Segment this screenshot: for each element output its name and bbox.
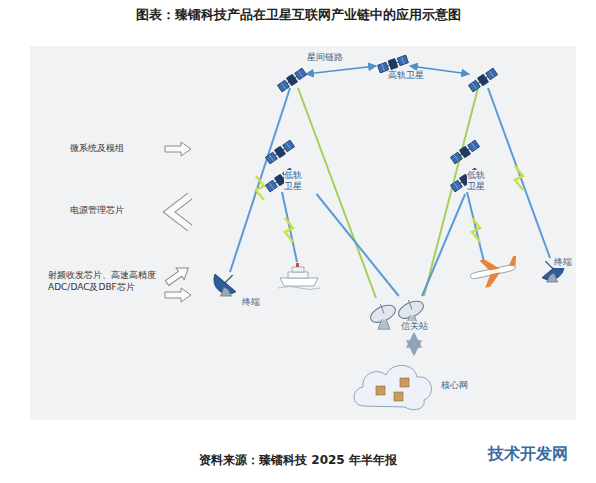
satellite-icon	[450, 139, 480, 164]
pointer-arrow	[163, 262, 192, 288]
server-box	[394, 392, 403, 401]
cloud-outline	[350, 354, 438, 416]
inter-satellite-link	[306, 66, 376, 74]
satellite-group: 低轨卫星	[266, 138, 322, 194]
satellite-icon	[277, 67, 307, 92]
hollow-arrows	[163, 142, 192, 302]
ground-equipment	[214, 260, 564, 329]
beam-connector	[422, 194, 465, 296]
lightning-symbol	[256, 176, 264, 200]
lightning-symbol	[285, 218, 293, 242]
background-panel	[30, 46, 576, 420]
signal-links	[230, 66, 550, 298]
terminal-node: 终端	[512, 255, 574, 307]
server-box	[400, 378, 409, 387]
beam-line	[467, 192, 484, 262]
double-arrow	[412, 335, 416, 353]
airplane-icon	[468, 253, 522, 291]
satellite-icon	[265, 139, 295, 164]
core-network-cloud: 核心网	[350, 354, 470, 416]
watermark: 技术开发网	[488, 444, 568, 465]
terminal-node: 终端	[210, 266, 262, 310]
chevron-bracket	[169, 196, 190, 228]
cloud-shape	[354, 365, 431, 409]
link-label: 星间链路	[307, 52, 343, 64]
lightning-symbol	[472, 218, 480, 242]
satellite-group: 低轨卫星	[451, 138, 503, 194]
node-label: 终端	[554, 257, 572, 268]
ship-icon	[278, 263, 320, 290]
node-label: 信关站	[401, 321, 428, 332]
beam-line	[488, 88, 550, 258]
node-label: 终端	[242, 297, 260, 308]
satellites	[265, 54, 498, 193]
node-label: 高轨卫星	[388, 70, 424, 81]
node-label: 低轨卫星	[467, 170, 487, 192]
pointer-arrow	[165, 288, 191, 302]
terminal-dish	[214, 274, 236, 296]
node-label: 核心网	[441, 380, 468, 391]
gateway-dish	[368, 302, 398, 329]
satellite-icon	[468, 67, 498, 92]
server-box	[376, 386, 385, 395]
lightning-symbol	[515, 166, 523, 190]
pointer-arrow	[165, 142, 191, 156]
beam-line	[282, 192, 297, 262]
product-label: 微系统及模组	[70, 143, 124, 155]
node-label: 低轨卫星	[284, 170, 304, 192]
product-label: 射频收发芯片、高速高精度ADC/DAC及DBF芯片	[48, 270, 164, 293]
product-label: 电源管理芯片	[70, 205, 124, 217]
beam-connector	[317, 194, 399, 296]
gateway-node: 信关站	[364, 296, 464, 334]
beam-line	[298, 88, 376, 298]
chart-title: 图表：臻镭科技产品在卫星互联网产业链中的应用示意图	[0, 6, 596, 24]
beam-line	[424, 88, 478, 296]
chevron-bracket	[169, 196, 190, 228]
satellite-group: 高轨卫星	[360, 52, 426, 98]
